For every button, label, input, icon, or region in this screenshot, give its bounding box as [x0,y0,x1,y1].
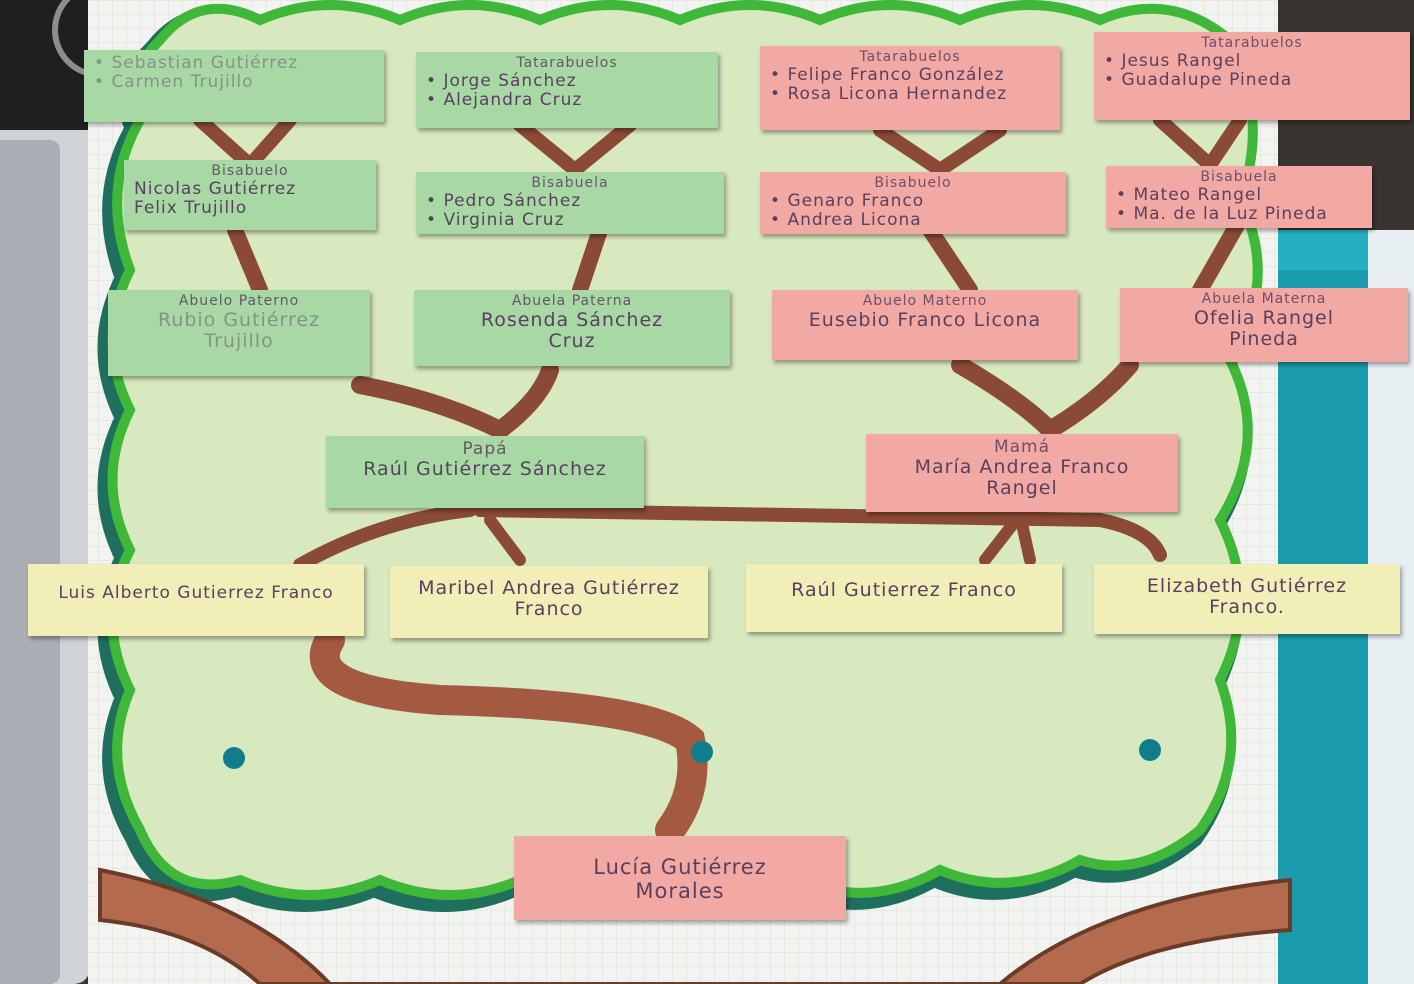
card-header: Mamá [993,437,1051,457]
name-line: Rangel [986,477,1058,500]
name-line: Lucía Gutiérrez [593,855,767,879]
name-line: Raúl Gutiérrez Sánchez [363,458,607,481]
card-header: Abuelo Paterno [178,293,300,309]
card-header: Bisabuelo [874,175,952,191]
grandmother-paternal-card: Abuela Paterna Rosenda Sánchez Cruz [414,290,730,366]
name-line: Rosenda Sánchez [480,308,664,331]
teal-dot-left [223,747,245,769]
great-grandparents-card-1: Bisabuelo Nicolas Gutiérrez Felix Trujil… [124,160,376,230]
father-card: Papá Raúl Gutiérrez Sánchez [326,436,644,508]
card-header: Tatarabuelos [859,49,961,65]
name-line: Raúl Gutierrez Franco [791,579,1017,601]
card-header: Tatarabuelos [516,55,618,71]
grandfather-maternal-card: Abuelo Materno Eusebio Franco Licona [772,290,1078,360]
child-card: Lucía Gutiérrez Morales [514,836,846,920]
card-header: Abuela Paterna [511,293,633,309]
name-line: Felipe Franco González [770,65,1050,85]
name-line: Elizabeth Gutiérrez [1146,575,1348,597]
card-header: Bisabuela [1200,169,1278,185]
great-grandparents-card-3: Bisabuelo Genaro Franco Andrea Licona [760,172,1066,234]
name-line: Ma. de la Luz Pineda [1116,204,1362,224]
great-grandparents-card-4: Bisabuela Mateo Rangel Ma. de la Luz Pin… [1106,166,1372,228]
name-line: Guadalupe Pineda [1104,70,1400,90]
laptop-icon [0,0,148,984]
sibling-card-1: Luis Alberto Gutierrez Franco [28,564,364,636]
sibling-card-3: Raúl Gutierrez Franco [746,564,1062,632]
name-line: Ofelia Rangel [1193,306,1335,329]
name-line: Sebastian Gutiérrez [94,53,374,73]
name-line: Maribel Andrea Gutiérrez [418,577,680,599]
name-line: Genaro Franco [770,191,1056,211]
great-great-grandparents-card-1: Sebastian Gutiérrez Carmen Trujillo [84,50,384,122]
teal-dot-center [691,741,713,763]
sibling-card-2: Maribel Andrea Gutiérrez Franco [390,566,708,638]
mother-card: Mamá María Andrea Franco Rangel [866,434,1178,512]
name-line: Pineda [1229,327,1299,350]
great-great-grandparents-card-3: Tatarabuelos Felipe Franco González Rosa… [760,46,1060,130]
name-line: Mateo Rangel [1116,185,1362,205]
card-header: Bisabuela [531,175,609,191]
name-line: Cruz [548,329,596,352]
great-grandparents-card-2: Bisabuela Pedro Sánchez Virginia Cruz [416,172,724,234]
name-line: Franco [514,598,584,621]
name-line: Rosa Licona Hernandez [770,84,1050,104]
name-line: Pedro Sánchez [426,191,714,211]
card-header: Bisabuelo [211,163,289,179]
card-header: Abuela Materna [1201,291,1327,307]
card-header: Abuelo Materno [862,293,988,309]
card-header: Tatarabuelos [1201,35,1303,51]
name-line: Jorge Sánchez [426,71,708,91]
name-line: Rubio Gutiérrez [157,308,321,331]
sibling-card-4: Elizabeth Gutiérrez Franco. [1094,564,1400,634]
teal-dot-right [1139,739,1161,761]
grandmother-maternal-card: Abuela Materna Ofelia Rangel Pineda [1120,288,1408,362]
name-line: Andrea Licona [770,210,1056,230]
name-line: Trujillo [204,329,274,352]
great-great-grandparents-card-2: Tatarabuelos Jorge Sánchez Alejandra Cru… [416,52,718,128]
grandfather-paternal-card: Abuelo Paterno Rubio Gutiérrez Trujillo [108,290,370,376]
name-line: Nicolas Gutiérrez [134,178,297,199]
name-line: Carmen Trujillo [94,72,374,92]
name-line: Franco. [1209,596,1285,619]
tree-branches [193,113,1248,845]
name-line: Alejandra Cruz [426,90,708,110]
name-line: Virginia Cruz [426,210,714,230]
name-line: Jesus Rangel [1104,51,1400,71]
card-header: Papá [462,439,508,459]
name-line: Eusebio Franco Licona [808,308,1042,331]
name-line: Morales [635,878,725,903]
name-line: Felix Trujillo [134,197,248,218]
great-great-grandparents-card-4: Tatarabuelos Jesus Rangel Guadalupe Pine… [1094,32,1410,120]
tree-trunk [98,867,1292,984]
name-line: María Andrea Franco [914,456,1130,479]
name-line: Luis Alberto Gutierrez Franco [58,583,334,603]
